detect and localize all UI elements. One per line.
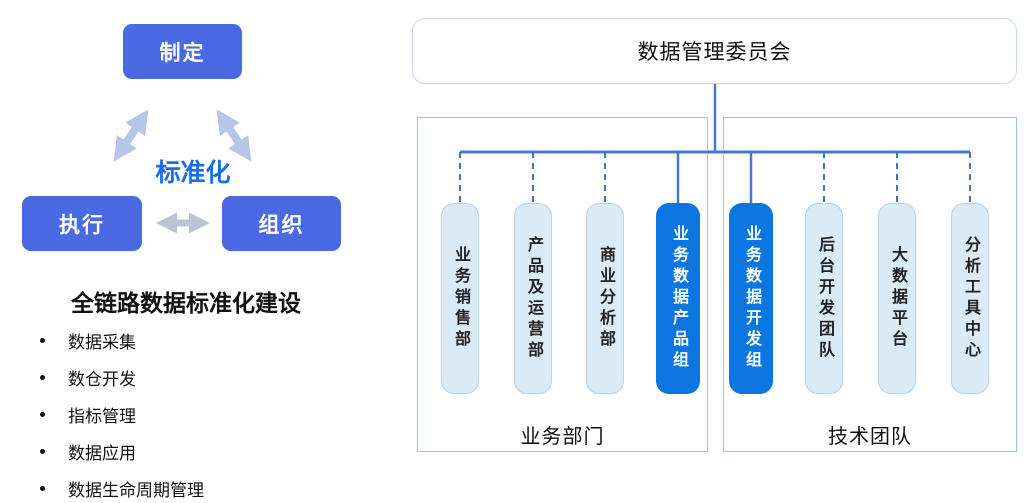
- bullet-text: 数据应用: [68, 444, 136, 463]
- dept-pill-analysis-tools-center: 分析工具中心: [951, 203, 989, 394]
- dept-pill-big-data-platform: 大数据平台: [878, 203, 916, 394]
- cycle-center-label: 标准化: [155, 159, 231, 187]
- group-box-business: [417, 117, 708, 452]
- bullet-text: 数据采集: [68, 333, 136, 352]
- org-chart-connectors: [459, 84, 971, 203]
- dept-pill-label: 业务数据开发组: [743, 225, 760, 372]
- bullet-dot: [40, 375, 45, 380]
- dept-pill-label: 商业分析部: [597, 246, 614, 351]
- committee-root-box: 数据管理委员会: [412, 18, 1017, 84]
- list-item: 数据采集: [38, 322, 368, 359]
- arrow-formulate-organize: [216, 109, 252, 162]
- dept-pill-backend-dev-team: 后台开发团队: [805, 203, 843, 394]
- bullet-dot: [40, 486, 45, 491]
- dept-pill-label: 后台开发团队: [816, 235, 833, 362]
- dept-pill-product-operations: 产品及运营部: [514, 203, 552, 394]
- dept-pill-label: 大数据平台: [889, 246, 906, 351]
- arrow-execute-formulate: [113, 109, 149, 162]
- bullet-text: 数仓开发: [68, 370, 136, 389]
- bullet-text: 指标管理: [68, 407, 136, 426]
- bullet-dot: [40, 412, 45, 417]
- dept-pill-label: 分析工具中心: [962, 235, 979, 362]
- cycle-arrows-graphic: [113, 109, 252, 234]
- bullet-text: 数据生命周期管理: [68, 481, 204, 500]
- dept-pill-business-sales: 业务销售部: [441, 203, 479, 394]
- cycle-node-organize: 组织: [222, 196, 341, 251]
- bullet-dot: [40, 449, 45, 454]
- dept-pill-business-analysis: 商业分析部: [586, 203, 624, 394]
- dept-pill-label: 业务销售部: [452, 246, 469, 351]
- bullet-list: 数据采集 数仓开发 指标管理 数据应用 数据生命周期管理: [38, 322, 368, 503]
- list-item: 指标管理: [38, 396, 368, 433]
- group-box-tech: [723, 117, 1017, 452]
- group-label-business: 业务部门: [520, 426, 605, 448]
- dept-pill-business-data-dev-highlighted: 业务数据开发组: [729, 203, 773, 394]
- cycle-node-formulate: 制定: [123, 24, 242, 79]
- dept-pill-label: 产品及运营部: [525, 235, 542, 362]
- bullet-dot: [40, 338, 45, 343]
- list-item: 数据生命周期管理: [38, 470, 368, 503]
- dept-pill-label: 业务数据产品组: [670, 225, 687, 372]
- list-item: 数仓开发: [38, 359, 368, 396]
- group-label-tech: 技术团队: [828, 426, 912, 448]
- dept-pill-business-data-product-highlighted: 业务数据产品组: [656, 203, 700, 394]
- cycle-node-execute: 执行: [22, 196, 142, 251]
- left-section-title: 全链路数据标准化建设: [71, 290, 301, 316]
- list-item: 数据应用: [38, 433, 368, 470]
